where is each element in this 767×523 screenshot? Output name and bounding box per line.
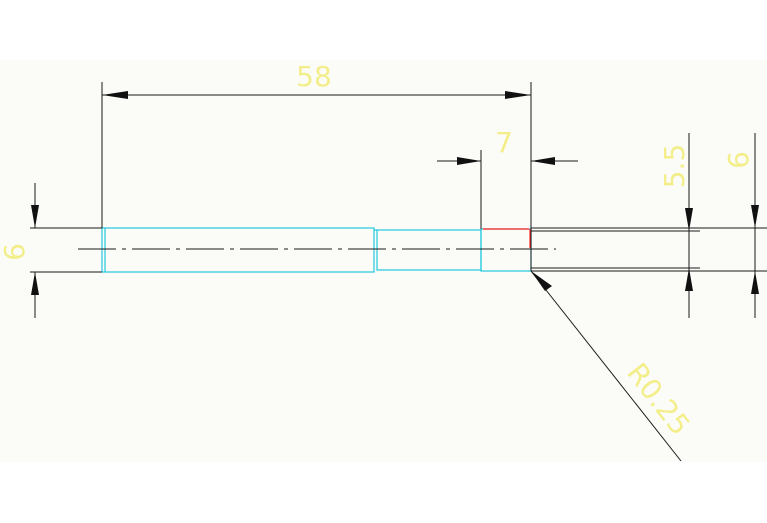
arrowhead-right xyxy=(531,157,555,165)
leader-arrowhead xyxy=(531,271,552,291)
arrowhead-bottom xyxy=(31,272,39,295)
dimension-step-length: 7 xyxy=(437,126,578,229)
arrowhead-right xyxy=(505,91,531,99)
shaft-outline xyxy=(101,227,532,273)
dimension-value-5-5: 5.5 xyxy=(658,144,691,189)
arrowhead-top xyxy=(685,208,693,231)
dimension-value-6-right: 6 xyxy=(722,151,755,169)
shaft-segment-right xyxy=(30,227,767,273)
dimension-right-diameter-b: 6 xyxy=(722,133,759,318)
dimension-right-diameter-a: 5.5 xyxy=(658,133,693,318)
dimension-value-6-left: 6 xyxy=(0,243,31,261)
arrowhead-top xyxy=(751,205,759,228)
arrowhead-bottom xyxy=(685,268,693,291)
arrowhead-bottom xyxy=(751,271,759,294)
arrowhead-left xyxy=(102,91,128,99)
dimension-value-7: 7 xyxy=(495,126,513,159)
drawing-panel xyxy=(0,60,767,462)
shaft-segment-left xyxy=(101,227,375,273)
dimension-value-58: 58 xyxy=(296,60,332,93)
dimension-left-diameter: 6 xyxy=(0,183,39,318)
dimension-overall-length: 58 xyxy=(101,60,532,228)
leader-line xyxy=(530,270,682,462)
arrowhead-left xyxy=(457,157,481,165)
arrowhead-top xyxy=(31,205,39,228)
